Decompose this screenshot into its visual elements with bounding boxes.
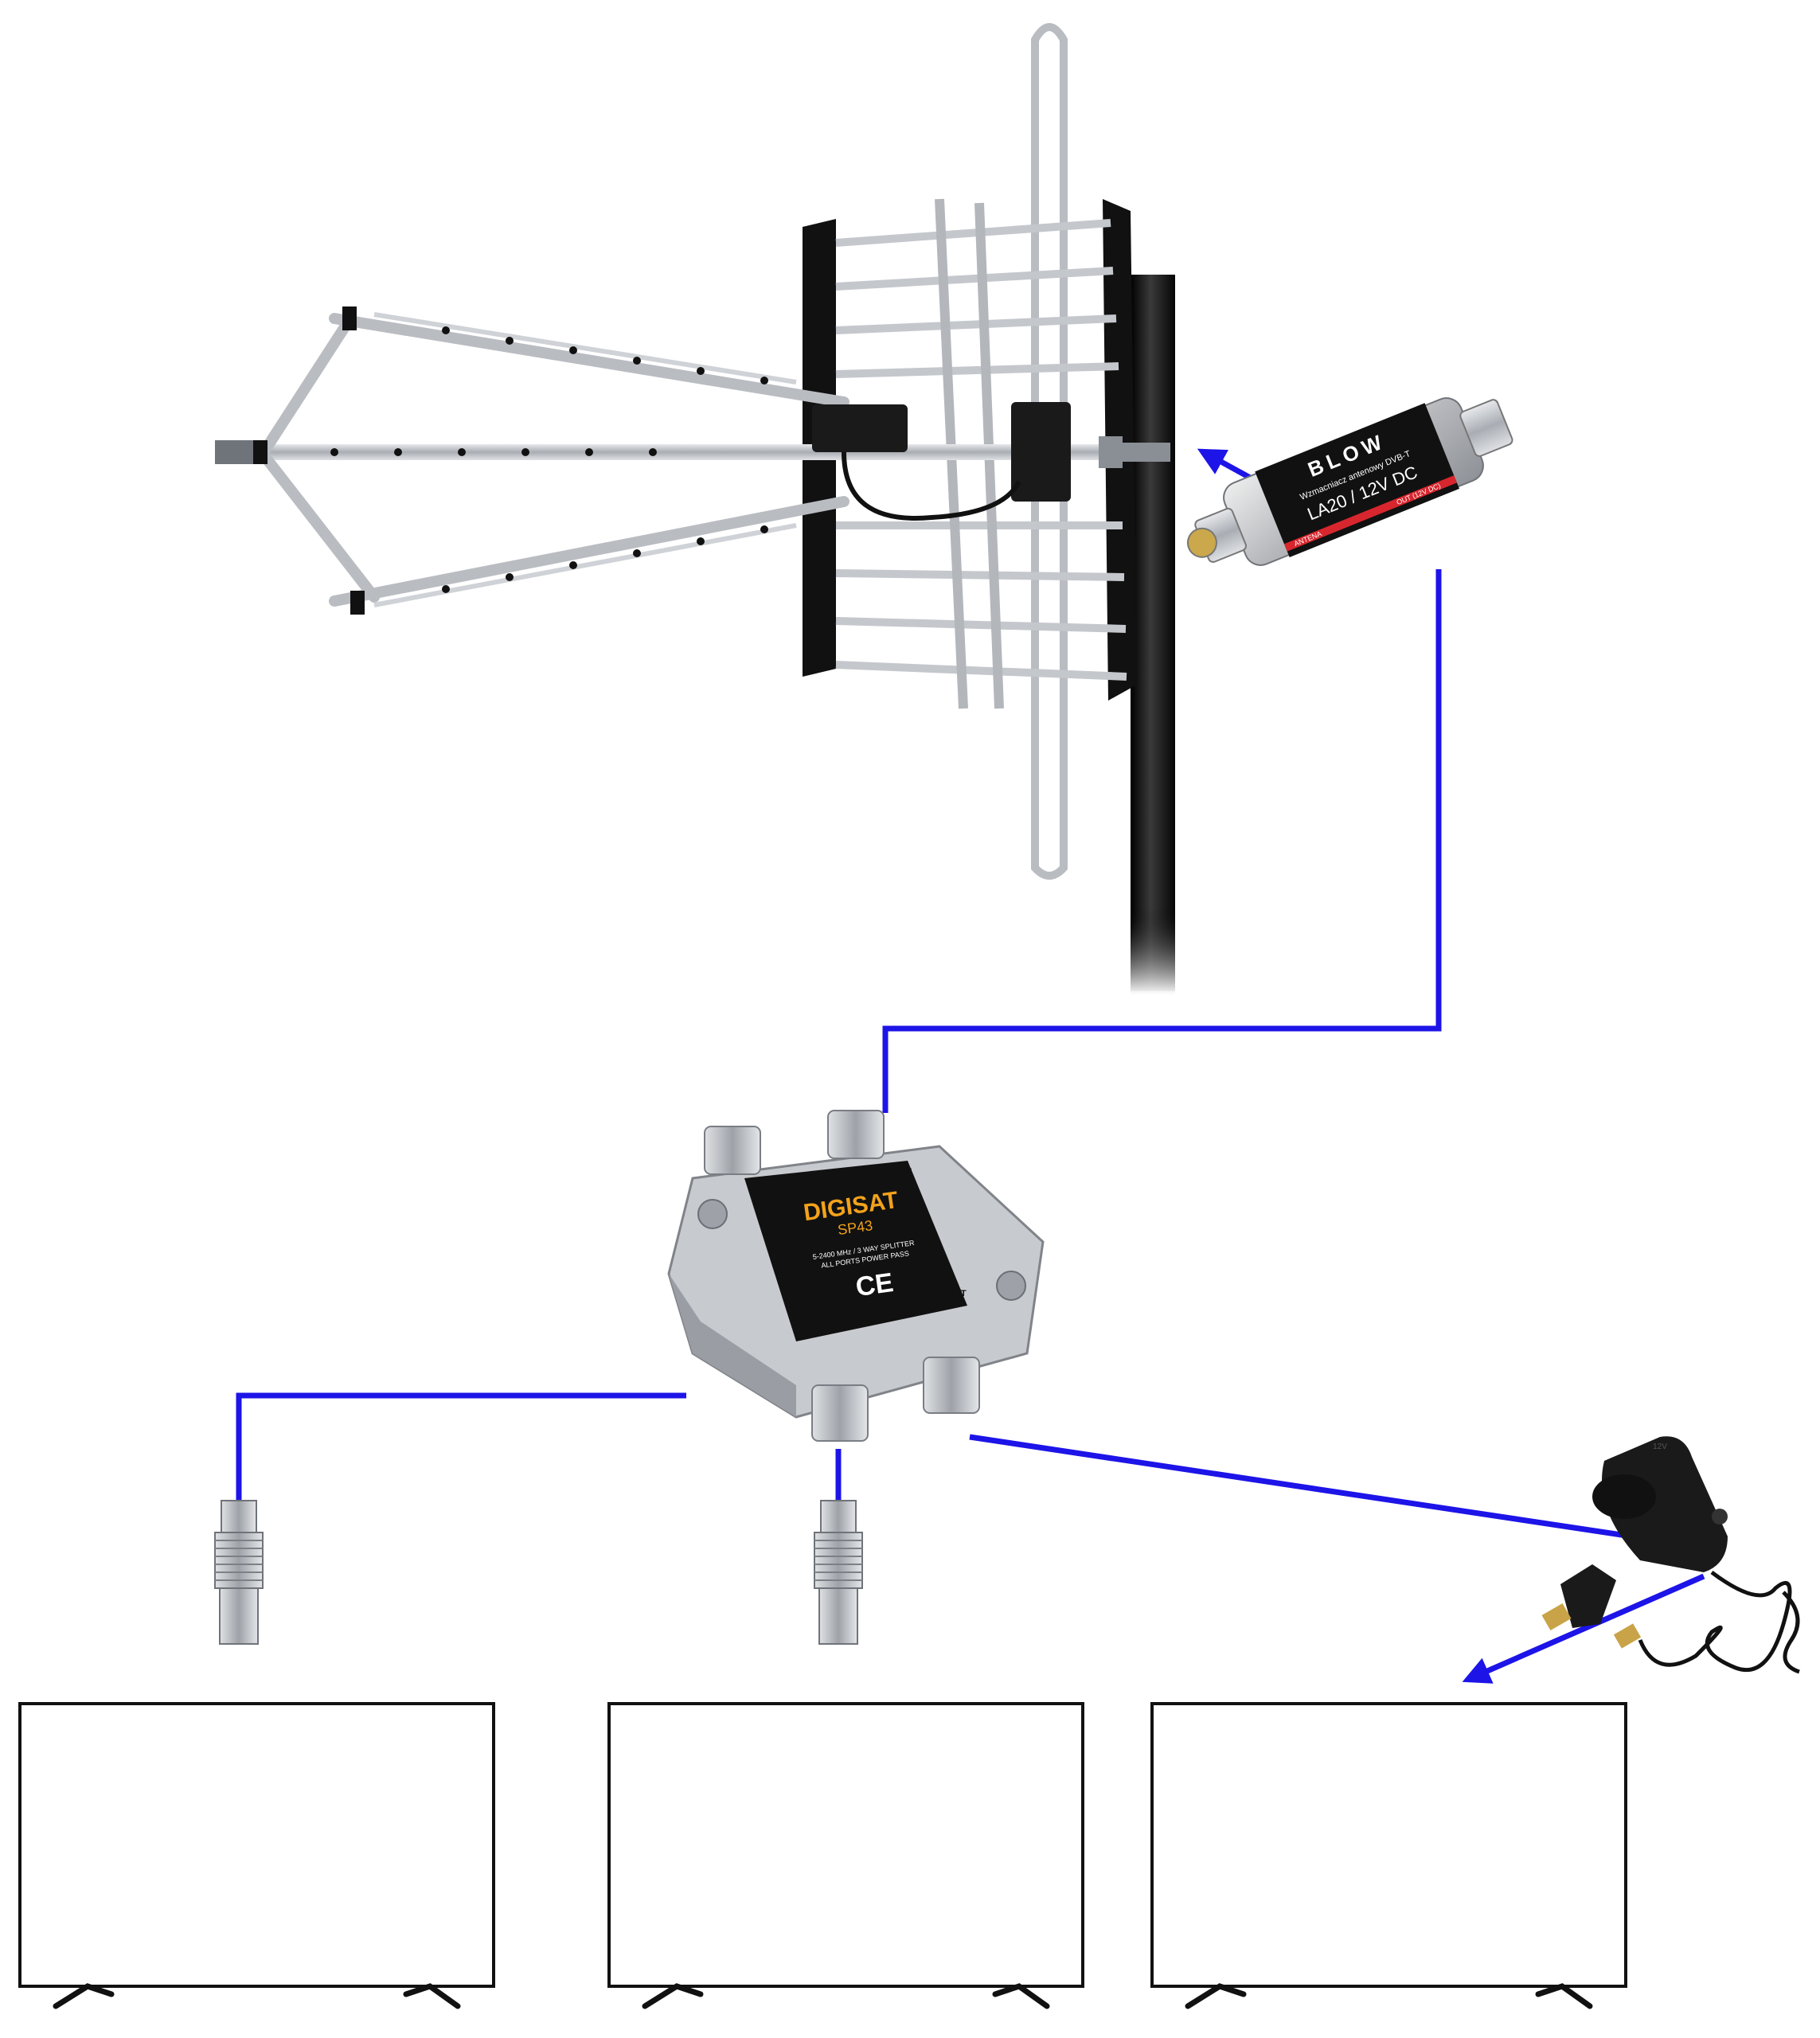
tv-1	[20, 1704, 494, 2006]
splitter-port-out-left-label: OUT	[817, 1313, 836, 1322]
splitter-ce-mark: CE	[853, 1267, 895, 1302]
line-amplifier: BLOW Wzmacniacz antenowy DVB-T LA20 / 12…	[1172, 377, 1522, 591]
antenna-mast	[1131, 275, 1175, 995]
tv-3	[1152, 1704, 1626, 2006]
splitter-port-out-right-label: OUT	[947, 1289, 967, 1298]
power-supply-label: 12V	[1653, 1443, 1667, 1451]
tv-2-stand	[645, 1986, 1047, 2006]
tv-1-screen	[20, 1704, 494, 1986]
splitter-port-out-top-label: OUT	[767, 1187, 786, 1197]
tv-3-stand	[1188, 1986, 1590, 2006]
tv-2	[609, 1704, 1083, 2006]
cable-splitter-to-tv1	[239, 1396, 686, 1501]
power-supply: 12V	[1542, 1436, 1799, 1672]
splitter-port-in-label: IN	[904, 1167, 912, 1177]
tv-2-screen	[609, 1704, 1083, 1986]
f-connector-adapter-2	[814, 1501, 862, 1644]
tv-antenna	[215, 27, 1175, 995]
tv-3-screen	[1152, 1704, 1626, 1986]
cables	[239, 451, 1704, 1680]
tv-1-stand	[56, 1986, 458, 2006]
f-connector-adapter-1	[215, 1501, 263, 1644]
cable-splitter-to-power-supply	[970, 1437, 1696, 1546]
splitter: DIGISAT SP43 5-2400 MHz / 3 WAY SPLITTER…	[669, 1111, 1043, 1441]
